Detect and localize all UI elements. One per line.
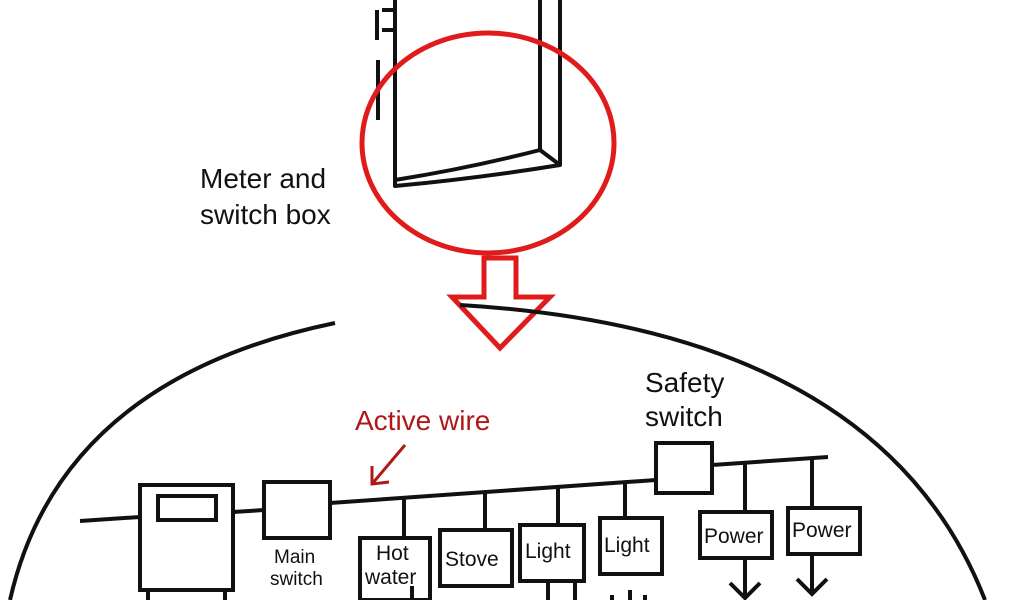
active-wire-pointer-arrow bbox=[370, 444, 407, 486]
meter-box-label-line2: switch box bbox=[200, 199, 331, 230]
outgoing-circuit-arrows bbox=[410, 554, 829, 601]
breaker-label-hot: Hot bbox=[376, 542, 409, 565]
highlight-circle bbox=[359, 30, 617, 256]
breaker-hot-water bbox=[358, 536, 432, 602]
breaker-power-2 bbox=[786, 506, 862, 556]
breaker-power-1 bbox=[698, 510, 774, 560]
zoom-arrow bbox=[446, 255, 556, 352]
active-wire-bus bbox=[79, 455, 829, 523]
meter-box-label-line1: Meter and bbox=[200, 163, 326, 194]
breaker-label-water: water bbox=[364, 566, 416, 589]
breaker-label-light-1: Light bbox=[525, 540, 571, 563]
safety-switch-label-line2: switch bbox=[645, 401, 723, 432]
safety-switch-box bbox=[654, 441, 714, 495]
main-switch-label-line2: switch bbox=[270, 569, 323, 590]
breaker-light-1 bbox=[518, 523, 586, 583]
breaker-label-stove: Stove bbox=[445, 548, 499, 571]
circuit-breakers bbox=[358, 506, 862, 602]
breaker-label-power-2: Power bbox=[792, 519, 852, 542]
safety-switch-label-line1: Safety bbox=[645, 367, 724, 398]
circuit-drops bbox=[402, 458, 814, 538]
meter-unit bbox=[138, 483, 235, 600]
main-switch-box bbox=[262, 480, 332, 540]
active-wire-label: Active wire bbox=[355, 405, 490, 436]
breaker-stove bbox=[438, 528, 514, 588]
breaker-label-power-1: Power bbox=[704, 525, 764, 548]
main-switch-label-line1: Main bbox=[274, 547, 315, 568]
meter-switch-box-drawing bbox=[375, 0, 562, 188]
breaker-light-2 bbox=[598, 516, 664, 576]
magnified-view-outline bbox=[8, 303, 987, 601]
breaker-label-light-2: Light bbox=[604, 534, 650, 557]
